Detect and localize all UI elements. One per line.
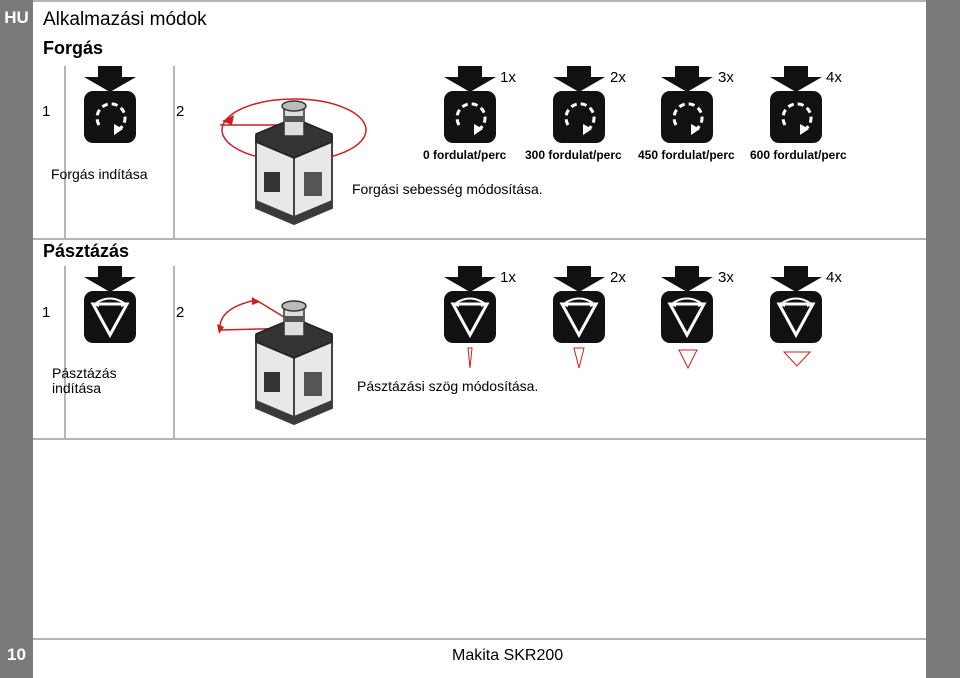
press-arrow-icon	[553, 66, 605, 92]
rotation-step1-caption: Forgás indítása	[51, 166, 148, 182]
press-arrow-icon	[444, 266, 496, 292]
scan-step1-caption: Pásztázás indítása	[52, 366, 117, 396]
rotation-mode-icon	[661, 91, 713, 143]
rotation-speed-4: 600 fordulat/perc	[750, 148, 847, 162]
rotation-step1-divider	[64, 66, 66, 238]
scan-mode-icon	[770, 291, 822, 343]
rotation-step2-divider	[173, 66, 175, 238]
scan-multiplier-1: 1x	[500, 269, 516, 286]
scan-step1-caption-line2: indítása	[52, 380, 102, 396]
press-arrow-icon	[444, 66, 496, 92]
scan-step1-caption-line1: Pásztázás	[52, 365, 117, 381]
press-arrow-icon	[553, 266, 605, 292]
scan-mode-icon	[444, 291, 496, 343]
section-divider	[33, 238, 926, 240]
left-sidebar-strip	[0, 0, 33, 678]
right-sidebar-strip	[926, 0, 960, 678]
scan-section-title: Pásztázás	[43, 241, 130, 261]
rotation-multiplier-4: 4x	[826, 69, 842, 86]
scan-mode-icon	[553, 291, 605, 343]
press-arrow-icon	[770, 66, 822, 92]
press-arrow-icon	[84, 66, 136, 92]
language-tag: HU	[4, 8, 29, 27]
scan-step2-divider	[173, 266, 175, 438]
scan-mode-icon	[661, 291, 713, 343]
scan-step2-number: 2	[176, 304, 185, 321]
page-number: 10	[7, 645, 26, 664]
rotation-section-title: Forgás	[43, 38, 104, 58]
footer-rule	[33, 638, 926, 640]
scan-angle-icon	[573, 347, 585, 369]
rotation-step1-number: 1	[42, 103, 51, 120]
rotation-step2-number: 2	[176, 103, 185, 120]
rotation-mode-icon	[770, 91, 822, 143]
rotation-multiplier-3: 3x	[718, 69, 734, 86]
rotation-step2-caption: Forgási sebesség módosítása.	[352, 181, 543, 197]
press-arrow-icon	[661, 66, 713, 92]
rotation-speed-3: 450 fordulat/perc	[638, 148, 735, 162]
scan-angle-icon	[467, 347, 473, 369]
section-divider	[33, 438, 926, 440]
scan-step1-number: 1	[42, 304, 51, 321]
top-rule	[33, 0, 926, 2]
rotation-multiplier-1: 1x	[500, 69, 516, 86]
press-arrow-icon	[84, 266, 136, 292]
rotation-speed-1: 0 fordulat/perc	[423, 148, 507, 162]
footer-text: Makita SKR200	[452, 647, 564, 664]
scan-step2-caption: Pásztázási szög módosítása.	[357, 378, 539, 394]
laser-level-device-icon	[220, 98, 367, 234]
scan-mode-icon	[84, 291, 136, 343]
scan-multiplier-3: 3x	[718, 269, 734, 286]
rotation-multiplier-2: 2x	[610, 69, 626, 86]
scan-multiplier-2: 2x	[610, 269, 626, 286]
scan-angle-icon	[678, 349, 698, 370]
rotation-speed-2: 300 fordulat/perc	[525, 148, 622, 162]
scan-multiplier-4: 4x	[826, 269, 842, 286]
rotation-mode-icon	[84, 91, 136, 143]
press-arrow-icon	[661, 266, 713, 292]
page-title: Alkalmazási módok	[43, 9, 207, 30]
scan-angle-icon	[782, 351, 812, 367]
press-arrow-icon	[770, 266, 822, 292]
rotation-mode-icon	[444, 91, 496, 143]
rotation-mode-icon	[553, 91, 605, 143]
laser-level-device-icon	[217, 297, 368, 434]
scan-step1-divider	[64, 266, 66, 438]
